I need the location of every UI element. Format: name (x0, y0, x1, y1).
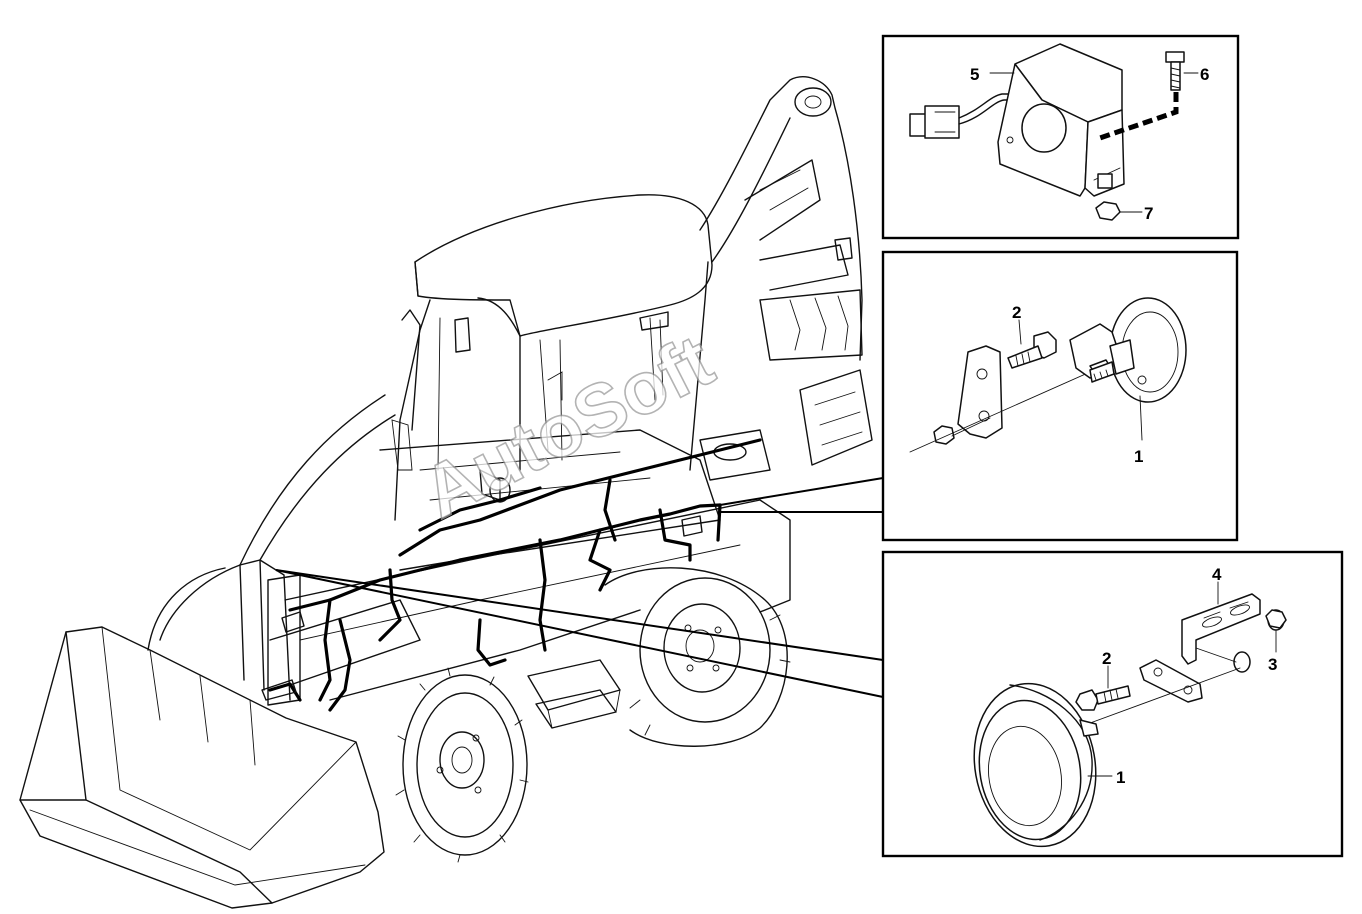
watermark-text: AutoSoft (410, 319, 726, 535)
detail-box-bottom: 4 3 2 (881, 550, 1344, 858)
horn-icon (1069, 297, 1187, 403)
wiring-harness (261, 438, 762, 712)
callout-2b: 2 (1102, 649, 1111, 668)
front-bucket (19, 626, 385, 909)
callout-6: 6 (1200, 65, 1209, 84)
horn-icon (973, 682, 1099, 848)
plate-icon (1139, 659, 1203, 703)
backhoe-boom (699, 76, 873, 466)
cab (391, 194, 713, 521)
rear-wheel (604, 567, 791, 747)
bolt-icon (1007, 331, 1057, 369)
callout-2: 2 (1012, 303, 1021, 322)
nut-icon (1265, 609, 1287, 629)
callout-7: 7 (1144, 204, 1153, 223)
connector-plug-icon (909, 93, 1017, 139)
callout-1: 1 (1134, 447, 1143, 466)
bracket-icon (1181, 593, 1261, 665)
front-wheel (395, 667, 529, 863)
detail-box-middle: 2 1 (881, 250, 1239, 542)
callout-1b: 1 (1116, 768, 1125, 787)
backhoe-loader-illustration: AutoSoft (19, 76, 873, 909)
callout-4: 4 (1212, 565, 1222, 584)
bolt-icon (1075, 685, 1131, 711)
detail-box-top: 5 6 7 (881, 34, 1240, 240)
callout-3: 3 (1268, 655, 1277, 674)
callout-5: 5 (970, 65, 979, 84)
bolt-icon (1165, 51, 1185, 91)
